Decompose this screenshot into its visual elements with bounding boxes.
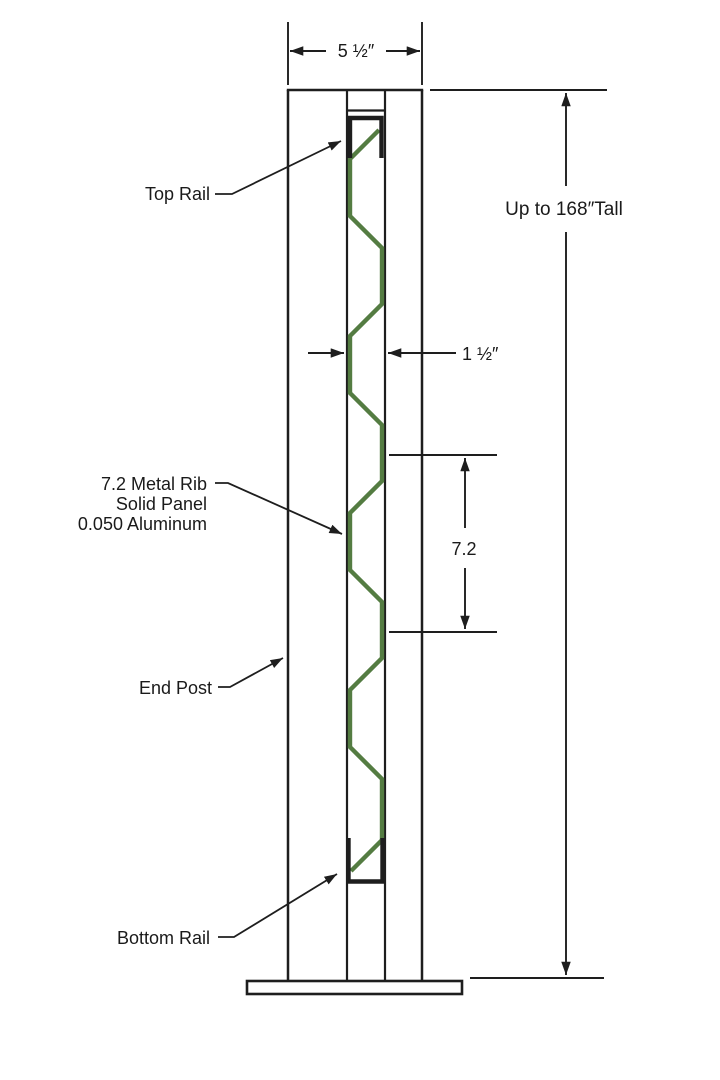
bottom-rail-channel <box>346 838 385 884</box>
rib-panel-profile <box>347 128 385 873</box>
height-dimension: Up to 168″Tall <box>430 89 623 979</box>
end-post-label: End Post <box>139 678 212 698</box>
top-rail-callout: Top Rail <box>145 140 342 204</box>
end-post-structure <box>286 88 424 981</box>
end-post-leader-line <box>218 657 284 688</box>
top-rail-channel <box>347 115 384 158</box>
panel-callout: 7.2 Metal Rib Solid Panel 0.050 Aluminum <box>78 474 343 535</box>
depth-dimension: 1 ½″ <box>308 344 499 364</box>
panel-leader-line <box>215 482 343 535</box>
bottom-rail-leader-line <box>218 873 338 938</box>
end-post-callout: End Post <box>139 657 284 698</box>
panel-label-line1: 7.2 Metal Rib <box>101 474 207 494</box>
width-dimension: 5 ½″ <box>287 22 423 85</box>
base-plate <box>245 979 464 996</box>
bottom-rail-callout: Bottom Rail <box>117 873 338 948</box>
panel-label-line2: Solid Panel <box>116 494 207 514</box>
depth-dimension-text: 1 ½″ <box>462 344 499 364</box>
rib-pitch-dimension: 7.2 <box>389 454 497 633</box>
rib-pitch-text: 7.2 <box>451 539 476 559</box>
top-rail-leader-line <box>215 140 342 195</box>
height-dimension-text: Up to 168″Tall <box>505 199 623 220</box>
width-dimension-text: 5 ½″ <box>338 41 375 61</box>
bottom-rail-label: Bottom Rail <box>117 928 210 948</box>
top-rail-label: Top Rail <box>145 184 210 204</box>
panel-label-line3: 0.050 Aluminum <box>78 514 207 534</box>
